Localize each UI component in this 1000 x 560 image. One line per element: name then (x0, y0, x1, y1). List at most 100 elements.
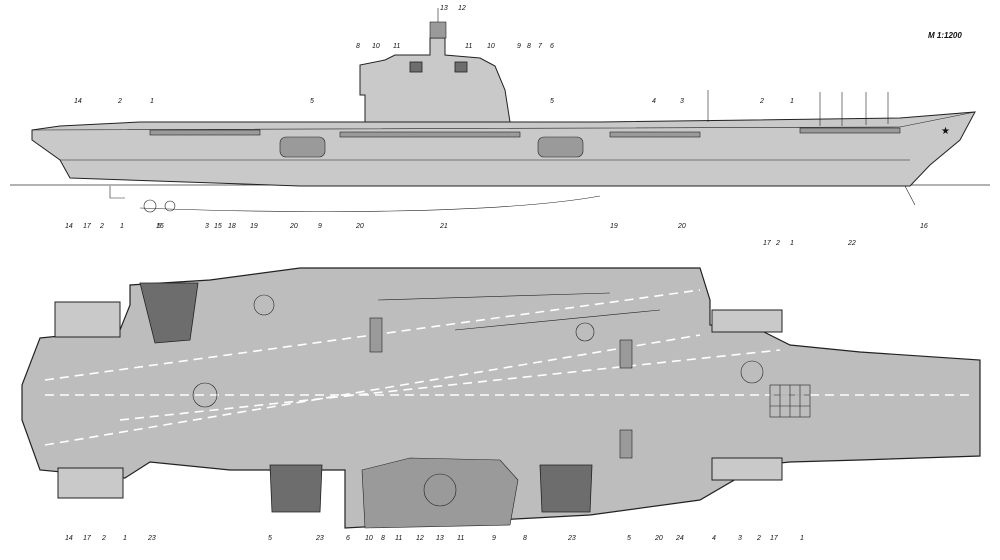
plan-callout-1: 1 (123, 535, 127, 542)
side-island-mast (429, 21, 447, 39)
plan-callout-11: 11 (457, 535, 464, 542)
plan-blast-panel-2 (619, 339, 633, 369)
plan-catapult-1 (377, 292, 611, 301)
plan-callout-17: 17 (83, 223, 92, 230)
side-propeller-1 (143, 199, 157, 213)
plan-callout-19: 19 (610, 223, 618, 230)
plan-callout-2: 2 (99, 223, 104, 230)
plan-callout-1: 1 (800, 535, 804, 542)
side-callout-2: 2 (117, 98, 122, 105)
side-callout-8: 8 (527, 43, 531, 50)
plan-deck-circle-4 (192, 382, 218, 408)
side-callout-5: 5 (550, 98, 554, 105)
side-gallery-4 (799, 127, 901, 134)
side-gallery-2 (339, 131, 521, 138)
plan-callout-17: 17 (770, 535, 779, 542)
plan-callout-5: 5 (268, 535, 272, 542)
plan-deck-circle-3 (740, 360, 764, 384)
plan-elevator-1 (139, 282, 199, 344)
plan-callout-8: 8 (381, 535, 385, 542)
plan-callout-5: 5 (627, 535, 631, 542)
side-island-radar-1 (409, 61, 423, 73)
side-elevator-fwd (537, 136, 584, 158)
plan-callout-9: 9 (318, 223, 322, 230)
side-keel-line (139, 195, 601, 212)
side-island (359, 37, 511, 123)
plan-callout-2: 2 (101, 535, 106, 542)
plan-callout-3: 3 (738, 535, 742, 542)
side-callout-11: 11 (465, 43, 472, 50)
plan-callout-9: 9 (492, 535, 496, 542)
plan-callout-23: 23 (567, 535, 576, 542)
plan-callout-3: 3 (205, 223, 209, 230)
plan-callout-5: 5 (157, 223, 161, 230)
side-star-icon: ★ (941, 126, 950, 137)
plan-callout-17: 17 (83, 535, 92, 542)
plan-callout-13: 13 (436, 535, 444, 542)
plan-callout-10: 10 (365, 535, 373, 542)
side-callout-12: 12 (458, 5, 466, 12)
side-island-radar-2 (454, 61, 468, 73)
plan-callout-14: 14 (65, 223, 73, 230)
plan-callout-11: 11 (395, 535, 402, 542)
side-rudder (109, 186, 125, 199)
plan-callout-12: 12 (416, 535, 424, 542)
plan-callout-1: 1 (790, 240, 794, 247)
plan-callout-20: 20 (677, 223, 686, 230)
plan-catapult-2 (454, 309, 661, 331)
plan-sponson-fwd-stbd (711, 457, 783, 481)
side-callout-7: 7 (538, 43, 543, 50)
plan-angled-line-3 (119, 349, 781, 421)
plan-callout-15: 15 (214, 223, 222, 230)
plan-island-radar (423, 473, 457, 507)
side-callout-14: 14 (74, 98, 82, 105)
side-callout-9: 9 (517, 43, 521, 50)
plan-callout-2: 2 (775, 240, 780, 247)
plan-callout-19: 19 (250, 223, 258, 230)
plan-callout-2: 2 (756, 535, 761, 542)
side-callout-2: 2 (759, 98, 764, 105)
side-callout-8: 8 (356, 43, 360, 50)
side-callout-13: 13 (440, 5, 448, 12)
plan-callout-18: 18 (228, 223, 236, 230)
plan-callout-23: 23 (315, 535, 324, 542)
side-callout-16: 16 (920, 223, 928, 230)
plan-elevator-3 (539, 464, 593, 513)
side-callout-15: 15 (156, 223, 164, 230)
side-callout-3: 3 (680, 98, 684, 105)
side-callout-6: 6 (550, 43, 554, 50)
side-callout-10: 10 (372, 43, 380, 50)
plan-callout-20: 20 (355, 223, 364, 230)
plan-callout-1: 1 (120, 223, 124, 230)
plan-callout-4: 4 (712, 535, 716, 542)
plan-sponson-aft-stbd (57, 467, 124, 499)
side-callout-1: 1 (790, 98, 794, 105)
side-callout-5: 5 (310, 98, 314, 105)
plan-island (361, 457, 519, 529)
side-callout-1: 1 (150, 98, 154, 105)
side-callout-4: 4 (652, 98, 656, 105)
side-gallery-3 (609, 131, 701, 138)
side-hull (31, 111, 976, 187)
side-gallery-1 (149, 129, 261, 136)
plan-callout-14: 14 (65, 535, 73, 542)
plan-sponson-aft-port (54, 301, 121, 338)
side-elevator-aft (279, 136, 326, 158)
scale-label: M 1:1200 (928, 31, 962, 40)
plan-callout-24: 24 (675, 535, 684, 542)
side-deck-edge (31, 111, 976, 131)
plan-missile-grid (769, 384, 811, 418)
plan-deck-circle-2 (575, 322, 595, 342)
plan-deck-circle-1 (253, 294, 275, 316)
side-callout-11: 11 (393, 43, 400, 50)
plan-callout-21: 21 (439, 223, 448, 230)
plan-blast-panel-3 (619, 429, 633, 459)
plan-angled-line-2 (44, 334, 701, 446)
plan-elevator-2 (269, 464, 323, 513)
plan-view (21, 267, 981, 529)
side-propeller-2 (164, 200, 176, 212)
